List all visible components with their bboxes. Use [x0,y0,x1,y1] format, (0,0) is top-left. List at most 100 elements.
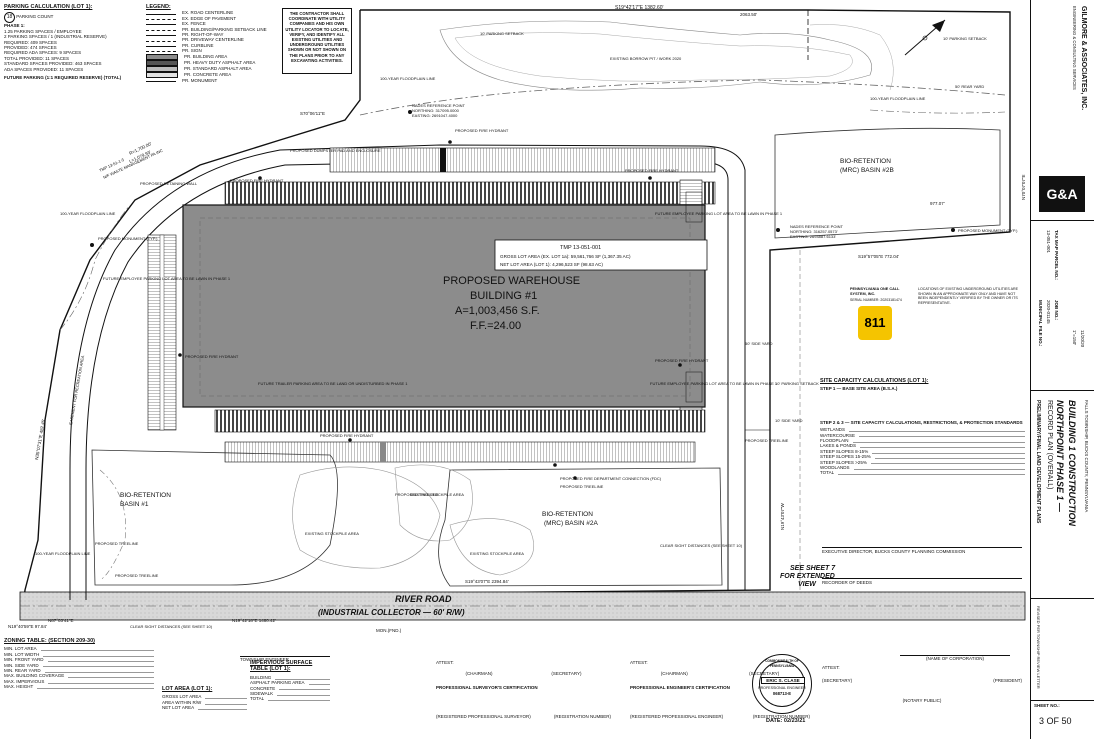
attest-left: ATTEST: [436,660,454,665]
legend-item-row: PR. DRIVEWAY CENTERLINE [146,37,276,42]
impervious-value-line [268,697,330,702]
township-engineer: TOWNSHIP ENGINEER [240,656,330,662]
board-chairman: (CHAIRMAN) [465,671,493,677]
employee-label-3: FUTURE EMPLOYEE PARKING LOT AREA TO BE L… [103,276,231,281]
legend-item-swatch [146,53,178,60]
parking-count-badge: 18 [4,12,15,24]
bio-2b-label-a: BIO-RETENTION [840,158,891,165]
capacity-label: FLOODPLAIN [820,438,849,444]
title-block: GILMORE & ASSOCIATES, INC. ENGINEERING &… [1030,0,1094,739]
fire-hydrant-3: PROPOSED FIRE HYDRANT [625,168,679,173]
engineer-cert-title: PROFESSIONAL ENGINEER'S CERTIFICATION [630,684,730,690]
clear-sight-1: CLEAR SIGHT DISTANCES (SEE SHEET 10) [130,624,213,629]
seal-state: COMMONWEALTH OF PENNSYLVANIA [765,659,799,669]
attest-mid: ATTEST: [630,660,648,665]
lot-area-label: AREA WITHIN R/W [162,699,202,705]
seal-date: DATE: 02/23/21 [766,718,806,724]
corp-president: (PRESIDENT) [993,678,1022,684]
impervious-row: BUILDING [250,675,330,680]
zoning-label: MIN. LOT WIDTH [4,651,40,657]
capacity-value-line [853,466,1025,470]
see-sheet-1: SEE SHEET 7 [790,565,836,572]
legend-item-label: PR. BUILDING AREA [184,53,228,59]
legend-item-row: EX. ROAD CENTERLINE [146,10,276,15]
easement-label: EASEMENT FOR RECREATION AREA [68,355,85,425]
impervious-row: TOTAL [250,696,330,701]
zoning-label: MIN. SIDE YARD [4,662,39,668]
legend-item-row: PR. SIGN [146,48,276,53]
monument-right-l2: NORTHING: 316257.0573' [790,229,838,234]
phase-1-label: PHASE 1: [4,23,25,29]
floodplain-3: 100-YEAR FLOODPLAIN LINE [60,211,116,216]
bio-retention-2a [438,467,723,587]
floodplain-1: 100-YEAR FLOODPLAIN LINE [380,76,436,81]
capacity-value-line [859,433,1025,438]
lot-area-label: NET LOT AREA [162,705,195,711]
impervious-label: BUILDING [250,674,272,680]
bearing-east-dist: 977.07' [930,201,945,206]
treeline-5: PROPOSED TREELINE [115,573,159,578]
seal-name: ERIC S. CLASE [761,677,805,685]
zoning-label: MAX. BUILDING COVERAGE [4,673,65,679]
sheet-label: SHEET NO.: [1034,703,1060,708]
legend-item-row: PR. RIGHT-OF-WAY [146,32,276,37]
zoning-row: MAX. HEIGHT [4,684,154,689]
impervious-label: TOTAL [250,696,265,702]
impervious-title: IMPERVIOUS SURFACE TABLE (LOT 1): [250,660,313,673]
legend-item-swatch [146,46,176,48]
impervious-value-line [308,681,330,685]
reg-surveyor: (REGISTERED PROFESSIONAL SURVEYOR) [436,714,531,720]
impervious-label: CONCRETE [250,685,276,691]
legend-item-row: PR. BUILDING AREA [146,53,276,60]
tmp-info-box [494,239,708,271]
legend-item-swatch [146,13,176,15]
trailer-label: FUTURE TRAILER PARKING AREA TO BE LAND O… [258,381,408,386]
parking-line-6: TOTAL PROVIDED: 11 SPACES [4,55,70,61]
capacity-value-line [872,450,1025,454]
zoning-label: MIN. FRONT YARD [4,657,44,663]
reg-engineer: (REGISTERED PROFESSIONAL ENGINEER) [630,714,724,720]
capacity-step1: STEP 1 — BASE SITE AREA (B.S.A.) [820,386,898,392]
access-road-outer [69,144,746,600]
attest-right: ATTEST: [822,665,840,670]
parking-line-2: 2 PARKING SPACES / 1 (INDUSTRIAL RESERVE… [4,34,107,40]
parking-count-label: PARKING COUNT [16,14,54,20]
planning-chairman: (CHAIRMAN) [660,671,688,677]
bearing-top: S19°42'17"E 1382.60' [615,5,664,11]
capacity-label: WATERCOURSE [820,432,856,438]
legend-item-row: EX. FENCE [146,21,276,26]
scale-value: 1"=150' [1072,330,1077,346]
floodplain-line-west [59,204,131,331]
floodplain-4: 100-YEAR FLOODPLAIN LINE [35,551,91,556]
zoning-row: MAX. BUILDING COVERAGE [4,673,154,678]
zoning-label: MAX. HEIGHT [4,684,34,690]
side-yard-2: 10' SIDE YARD [775,418,803,423]
bearing-south: S19°57'05"E 772.04' [858,254,899,259]
building-number: BUILDING #1 [470,290,537,302]
monument-top-l1: NADES REFERENCE POINT [412,103,465,108]
legend-item-label: PR. MONUMENT [182,77,218,83]
one-call-serial: SERIAL NUMBER: 20203181474 [850,297,902,302]
borrow-pit-label: EXISTING BORROW PIT / WORK 2020 [610,56,682,61]
site-capacity: SITE CAPACITY CALCULATIONS (LOT 1): STEP… [820,378,1025,476]
floodplain-line-north [359,79,1006,116]
legend-item-label: PR. CONCRETE AREA [184,71,232,77]
monument-right-label: PROPOSED MONUMENT (TYP.) [958,228,1018,233]
engineer-seal: COMMONWEALTH OF PENNSYLVANIA ERIC S. CLA… [752,654,812,714]
date-value: 11/20/20 [1080,330,1085,348]
zoning-value-line [48,680,154,684]
parking-line-8: ADA SPACES PROVIDED: 11 SPACES [4,66,84,72]
capacity-value-line [870,460,1025,465]
sheet-number: 3 OF 50 [1039,716,1072,726]
tmp-gross: GROSS LOT AREA (EX. LOT 1a): 59,561,766 … [500,254,631,259]
seal-role: PROFESSIONAL ENGINEER [758,686,806,690]
treeline-2: PROPOSED TREELINE [560,484,604,489]
board-approval-block: ATTEST: (CHAIRMAN) (SECRETARY) PROFESSIO… [436,660,611,720]
setback-3: 10' PARKING SETBACK [480,31,524,36]
capacity-row: LAKES & PONDS [820,443,1025,448]
impervious-value-line [279,686,330,691]
seal-number: 068713-E [772,691,792,696]
job-no-value: 2020-01145 [1046,300,1051,324]
